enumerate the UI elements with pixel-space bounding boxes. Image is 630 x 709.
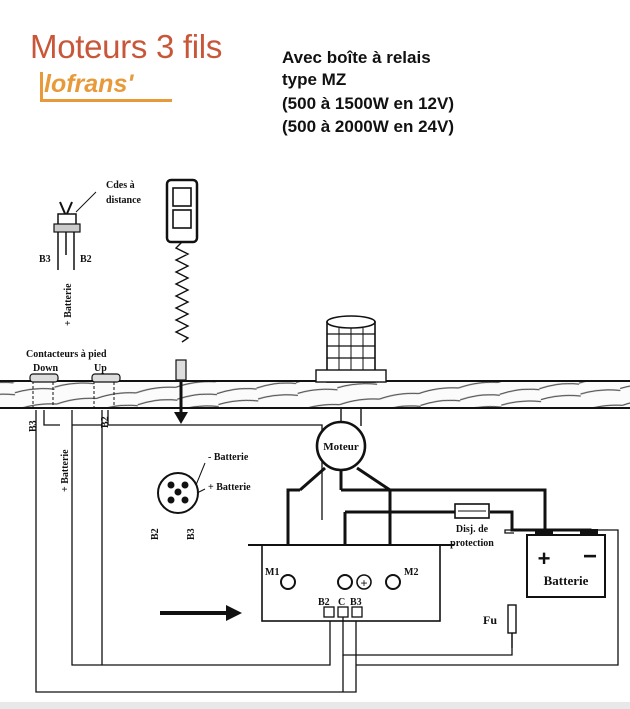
m2-label: M2 — [404, 567, 418, 578]
breaker-label-2: protection — [450, 538, 494, 549]
terminal-b2-label: B2 — [318, 597, 330, 608]
remote-label-2: distance — [106, 195, 142, 206]
terminal-b3-label: B3 — [350, 597, 362, 608]
bottom-edge — [0, 702, 630, 709]
svg-text:+: + — [360, 576, 367, 590]
deck-passage-arrow — [174, 382, 188, 424]
switch-b3-label: B3 — [39, 254, 51, 265]
m1-label: M1 — [265, 567, 279, 578]
fu-fuse — [507, 604, 517, 634]
remote-handset — [165, 178, 199, 381]
remote-label-1: Cdes à — [106, 180, 135, 191]
battery: + − — [526, 529, 606, 598]
spec-line-1: Avec boîte à relais — [282, 48, 431, 67]
left-b3-label: B3 — [28, 420, 39, 432]
down-label: Down — [33, 363, 58, 374]
pos-batt-label: + Batterie — [208, 482, 251, 493]
plug-b2-label: B2 — [150, 528, 161, 540]
fu-label: Fu — [483, 613, 497, 627]
control-wires — [342, 617, 513, 692]
page-title: Moteurs 3 fils — [30, 28, 223, 65]
neg-batt-label: - Batterie — [208, 452, 249, 463]
lofrans-logo-underline — [40, 99, 172, 102]
connection-arrow — [160, 605, 242, 621]
motor — [299, 420, 391, 492]
spec-line-3: (500 à 1500W en 12V) — [282, 94, 454, 113]
switch-batt-label: + Batterie — [63, 283, 74, 326]
foot-switch-down — [29, 373, 59, 383]
circuit-breaker — [454, 503, 490, 519]
foot-switches-label: Contacteurs à pied — [26, 349, 107, 360]
up-label: Up — [94, 363, 107, 374]
round-connector — [157, 462, 206, 514]
spec-line-4: (500 à 2000W en 24V) — [282, 117, 454, 136]
switch-b2-label: B2 — [80, 254, 92, 265]
left-batt-label: + Batterie — [60, 449, 71, 492]
svg-text:−: − — [583, 543, 597, 570]
return-loop-wire — [101, 410, 619, 666]
motor-label: Moteur — [323, 441, 359, 453]
terminal-c-label: C — [338, 597, 345, 608]
svg-text:+: + — [538, 546, 551, 571]
remote-toggle-switch — [53, 191, 97, 270]
breaker-label-1: Disj. de — [456, 524, 489, 535]
battery-label: Batterie — [544, 573, 589, 588]
lofrans-logo: lofrans' — [44, 70, 134, 98]
plug-b3-label: B3 — [186, 528, 197, 540]
foot-switch-up — [91, 373, 121, 383]
windlass — [315, 315, 387, 426]
spec-line-2: type MZ — [282, 70, 347, 89]
left-b2-label: B2 — [100, 416, 111, 428]
relay-box: + — [248, 544, 454, 622]
deck-grain — [0, 381, 630, 408]
lofrans-logo-mark — [40, 72, 43, 101]
